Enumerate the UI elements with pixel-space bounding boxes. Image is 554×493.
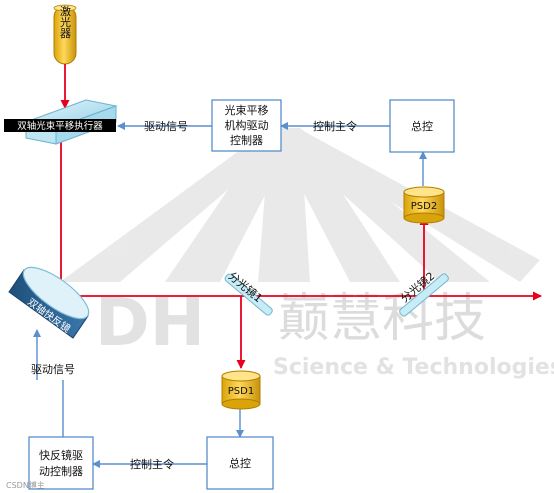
master-control-bottom-box: 总控 xyxy=(206,436,274,490)
laser-beam xyxy=(56,64,542,369)
psd1: PSD1 xyxy=(221,370,261,410)
translation-driver-line2: 机构驱动 xyxy=(225,118,269,132)
drive-signal-label-top: 驱动信号 xyxy=(144,120,188,133)
watermark: DH 巅慧科技 Science & Technologies xyxy=(60,128,554,380)
connectors xyxy=(33,122,427,468)
fsm-driver-line2: 动控制器 xyxy=(39,464,83,478)
corner-watermark: CSDN博主 xyxy=(6,480,45,490)
control-command-label-bottom: 控制主令 xyxy=(130,457,174,471)
drive-signal-label-left: 驱动信号 xyxy=(31,363,75,376)
psd2: PSD2 xyxy=(403,186,445,224)
master-control-bottom-label: 总控 xyxy=(229,456,251,470)
psd2-label: PSD2 xyxy=(411,201,437,212)
control-command-label-top: 控制主令 xyxy=(313,119,357,133)
master-control-top-label: 总控 xyxy=(411,119,433,133)
laser: 激光器 xyxy=(53,4,77,65)
psd1-label: PSD1 xyxy=(228,386,254,397)
actuator-label: 双轴光束平移执行器 xyxy=(17,120,103,132)
master-control-top-box: 总控 xyxy=(389,99,455,153)
watermark-company: 巅慧科技 xyxy=(278,289,486,349)
fsm-driver-box: 快反镜驱 动控制器 xyxy=(28,436,94,490)
watermark-tagline: Science & Technologies xyxy=(273,355,554,380)
watermark-rays xyxy=(60,128,540,282)
translation-driver-line1: 光束平移 xyxy=(225,103,269,117)
fsm-driver-line1: 快反镜驱 xyxy=(39,448,83,462)
actuator-label-bg xyxy=(4,119,116,132)
translation-driver-box: 光束平移 机构驱动 控制器 xyxy=(211,99,282,152)
translation-driver-line3: 控制器 xyxy=(230,133,263,147)
laser-label: 激光器 xyxy=(59,4,72,39)
beam-translation-actuator: 双轴光束平移执行器 xyxy=(4,99,118,145)
